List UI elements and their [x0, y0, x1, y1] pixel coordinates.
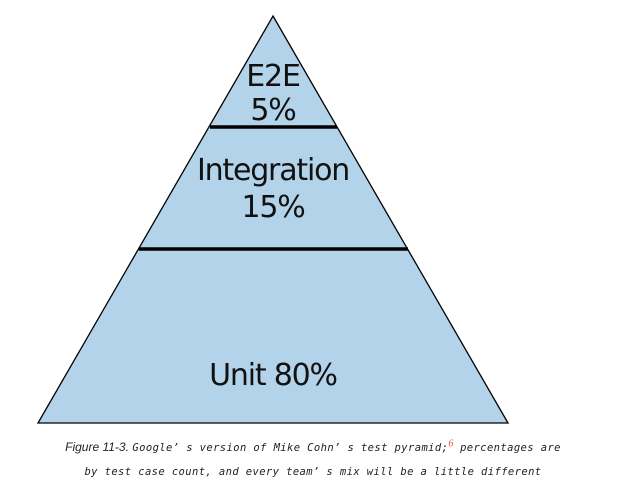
- e2e-layer-value: 5%: [250, 93, 295, 128]
- caption-text-end: percentages are: [453, 442, 561, 454]
- e2e-layer-name: E2E: [246, 59, 300, 94]
- integration-layer-value: 15%: [241, 190, 304, 225]
- figure-caption-line-2: by test case count, and every team’ s mi…: [0, 465, 626, 478]
- footnote-marker[interactable]: 6: [448, 438, 454, 450]
- caption-text-second-line: by test case count, and every team’ s mi…: [84, 466, 542, 478]
- test-pyramid: E2E 5% Integration 15% Unit 80%: [36, 14, 510, 424]
- pyramid-outline: [36, 14, 510, 424]
- caption-text-start: Google’ s version of Mike Cohn’ s test p…: [132, 442, 449, 454]
- unit-layer-label: Unit 80%: [209, 358, 337, 393]
- figure-label: Figure 11-3.: [65, 440, 129, 454]
- figure-caption: Figure 11-3. Google’ s version of Mike C…: [0, 438, 626, 454]
- integration-layer-name: Integration: [197, 153, 349, 188]
